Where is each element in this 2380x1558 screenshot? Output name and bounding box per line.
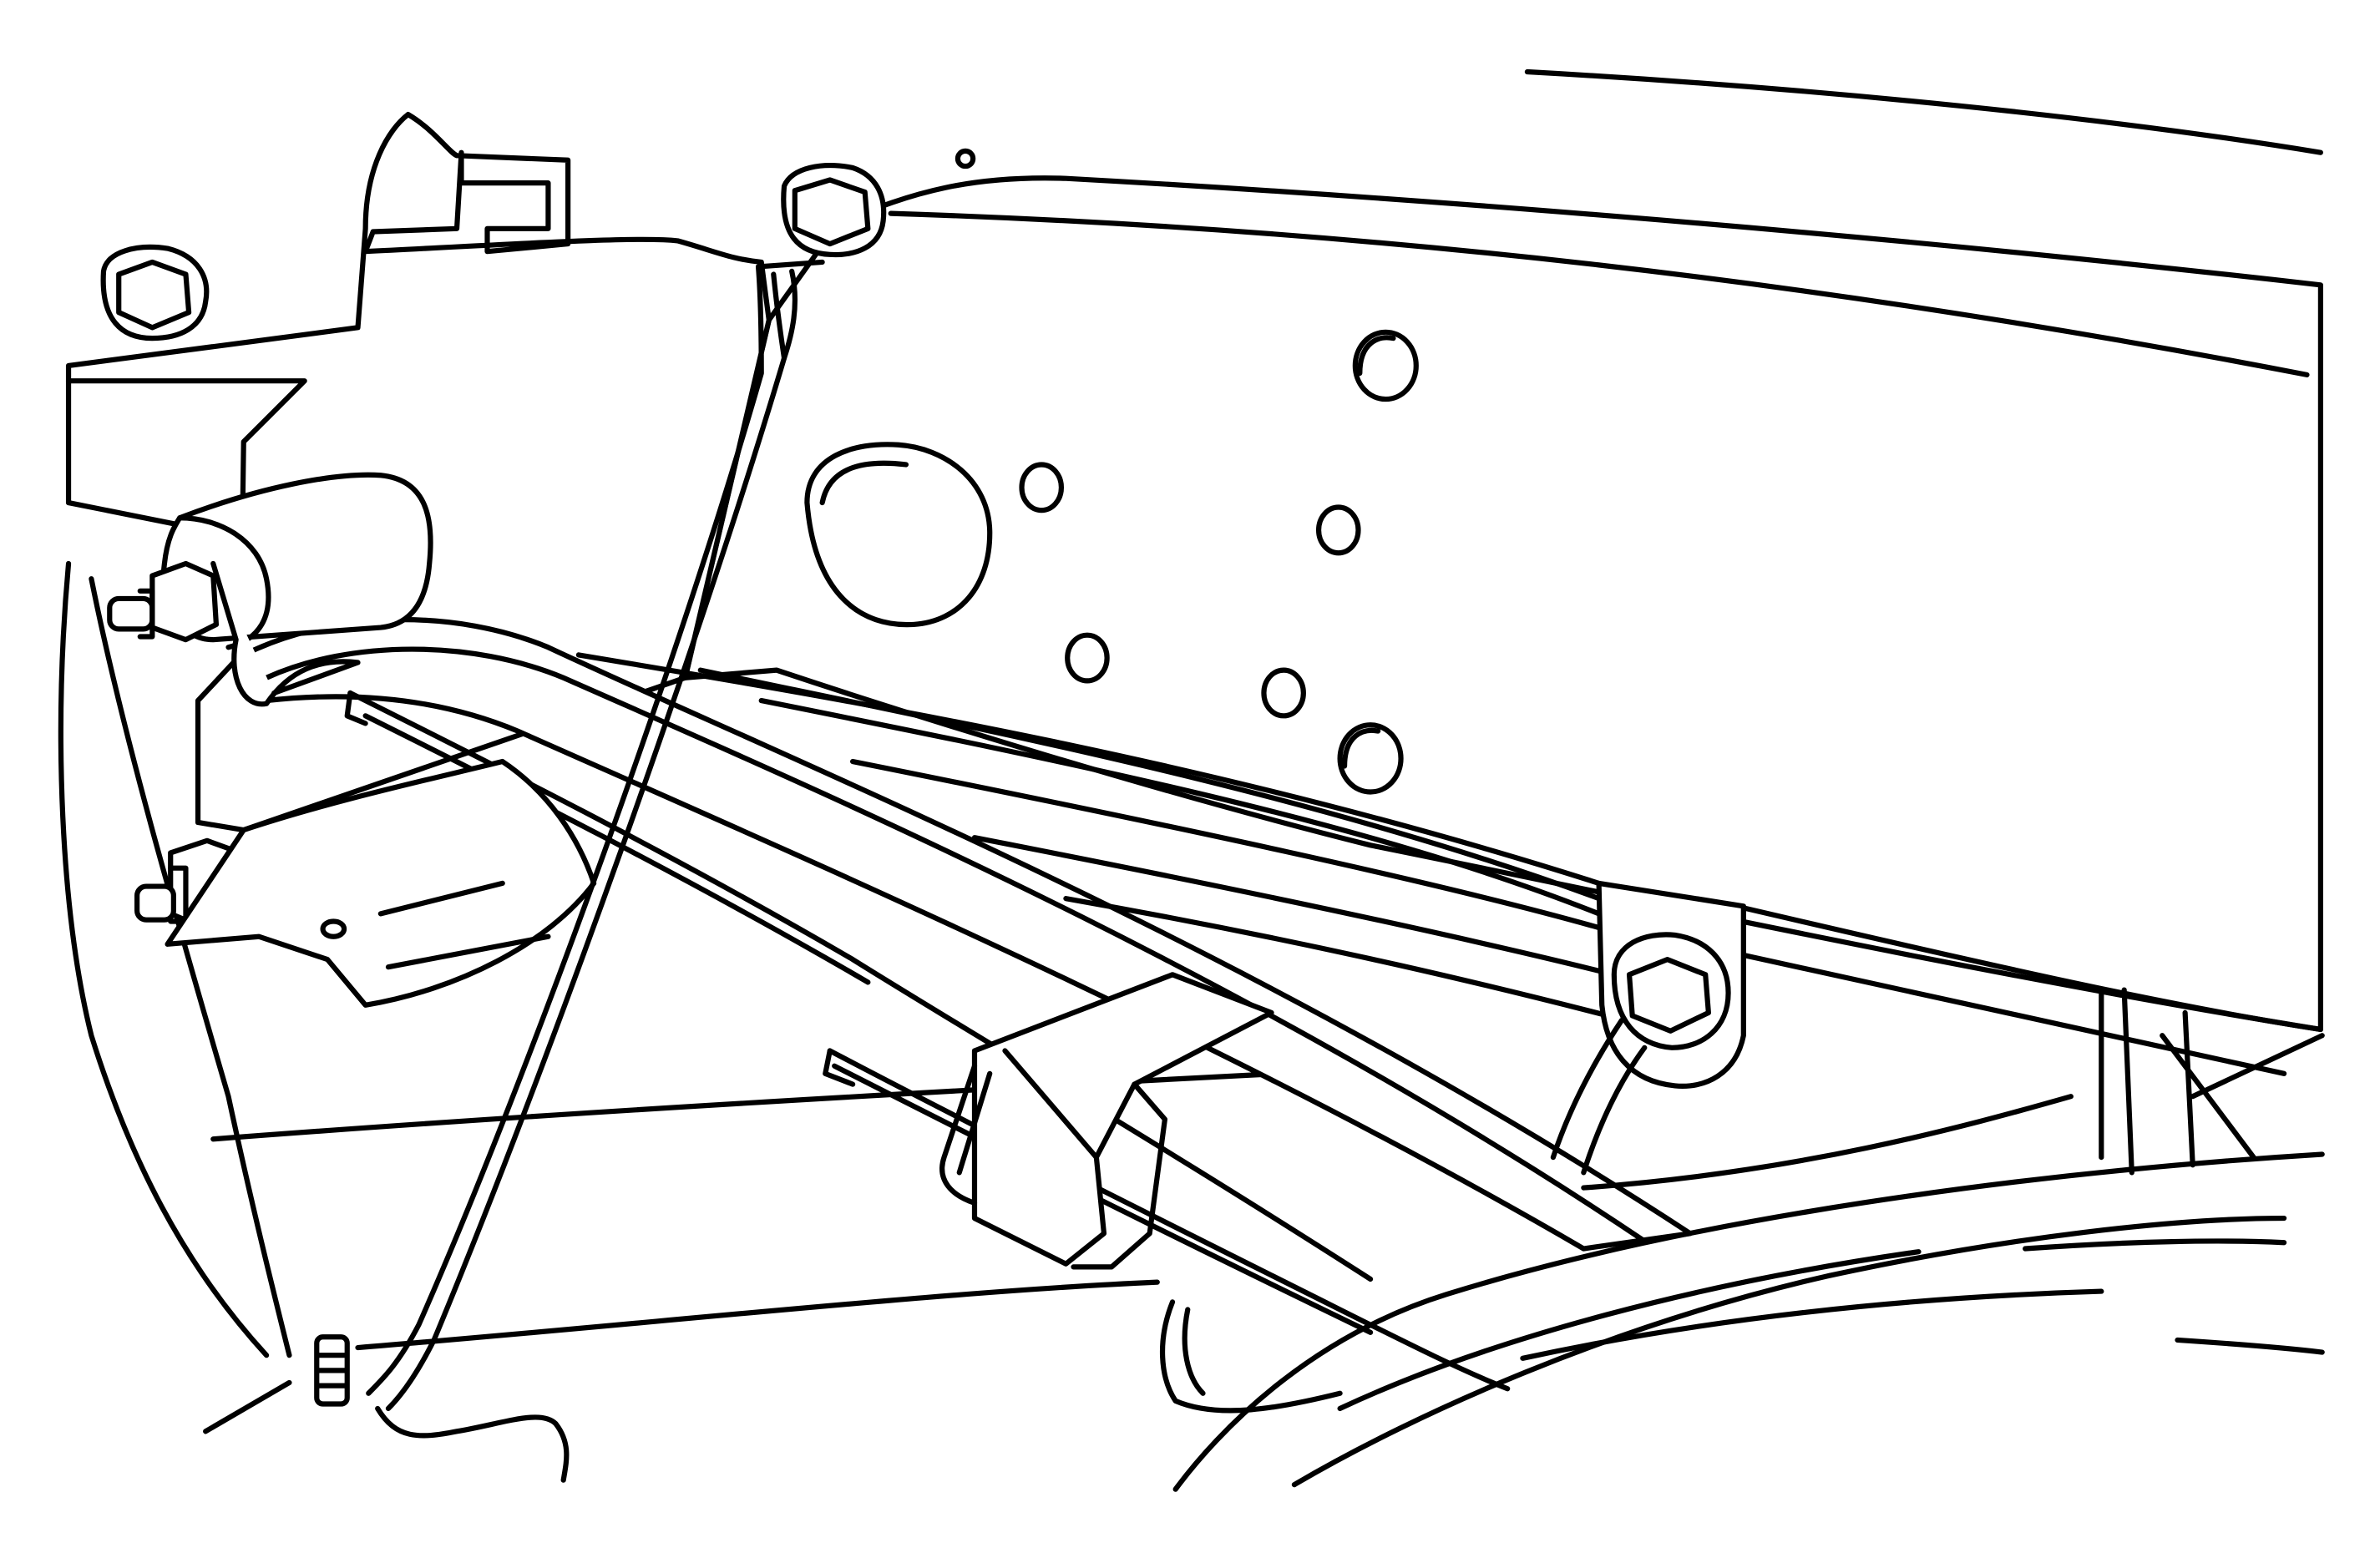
- frame-bolt-left: [100, 244, 210, 341]
- spring-eye-bushing: [160, 472, 433, 707]
- brake-line: [366, 259, 825, 1412]
- rear-hanger: [1550, 880, 2325, 1176]
- leaf-spring: [241, 617, 2323, 1392]
- spring-shackle: [165, 758, 597, 1008]
- frame-bolt-top: [781, 163, 887, 258]
- u-bolt-clamp: [939, 972, 1274, 1270]
- axle-housing: [210, 1066, 1374, 1414]
- brake-fitting: [314, 1334, 350, 1407]
- tire: [1172, 68, 2325, 1492]
- fender-panel: [58, 560, 570, 1483]
- shackle-bolt-upper: [107, 560, 220, 643]
